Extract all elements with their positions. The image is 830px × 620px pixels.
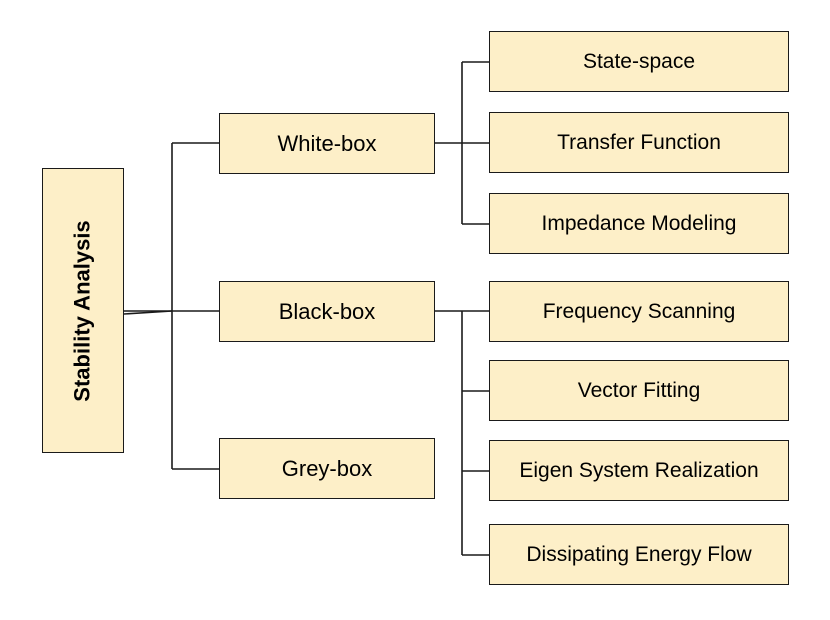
method-label: State-space xyxy=(582,49,696,73)
method-node-dissipating-energy-flow: Dissipating Energy Flow xyxy=(489,524,789,585)
category-label: White-box xyxy=(277,130,377,156)
method-label: Vector Fitting xyxy=(577,378,701,402)
method-label: Eigen System Realization xyxy=(519,458,759,482)
method-node-transfer-function: Transfer Function xyxy=(489,112,789,173)
root-label: Stability Analysis xyxy=(70,219,95,402)
category-node-white-box: White-box xyxy=(219,113,435,174)
method-label: Transfer Function xyxy=(557,130,721,154)
category-node-grey-box: Grey-box xyxy=(219,438,435,499)
method-node-eigen-system-realization: Eigen System Realization xyxy=(489,440,789,501)
category-node-black-box: Black-box xyxy=(219,281,435,342)
category-label: Grey-box xyxy=(281,455,373,481)
root-connector-2 xyxy=(123,310,173,315)
root-node-stability-analysis: Stability Analysis xyxy=(42,168,124,453)
category-label: Black-box xyxy=(278,298,376,324)
method-label: Impedance Modeling xyxy=(541,211,737,235)
method-node-frequency-scanning: Frequency Scanning xyxy=(489,281,789,342)
method-node-vector-fitting: Vector Fitting xyxy=(489,360,789,421)
method-label: Dissipating Energy Flow xyxy=(526,542,752,566)
method-node-state-space: State-space xyxy=(489,31,789,92)
method-node-impedance-modeling: Impedance Modeling xyxy=(489,193,789,254)
method-label: Frequency Scanning xyxy=(542,299,736,323)
